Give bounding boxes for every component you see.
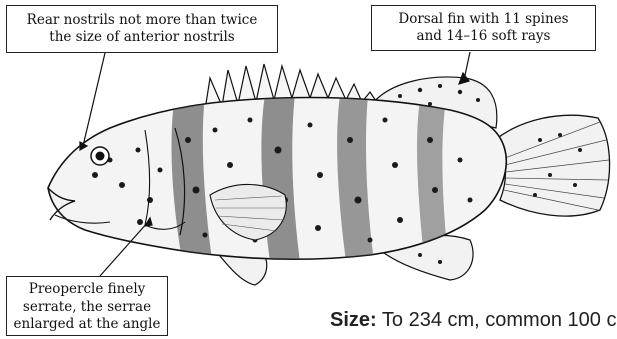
callout-preopercle-line2: serrate, the serrae [7,299,167,317]
tail-fin [495,115,610,216]
size-caption: Size: To 234 cm, common 100 cm [330,309,617,332]
callout-dorsal-fin: Dorsal fin with 11 spines and 14–16 soft… [371,5,596,51]
size-label: Size: [330,309,377,331]
callout-dorsal-line2: and 14–16 soft rays [372,28,595,45]
callout-nostrils-line2: the size of anterior nostrils [7,29,277,46]
callout-nostrils-line1: Rear nostrils not more than twice [7,12,277,29]
callout-dorsal-line1: Dorsal fin with 11 spines [372,11,595,28]
callout-preopercle: Preopercle finely serrate, the serrae en… [6,276,168,336]
callout-nostrils: Rear nostrils not more than twice the si… [6,5,278,53]
callout-preopercle-line1: Preopercle finely [7,281,167,299]
callout-preopercle-line3: enlarged at the angle [7,316,167,334]
size-value: To 234 cm, common 100 cm [382,309,617,331]
